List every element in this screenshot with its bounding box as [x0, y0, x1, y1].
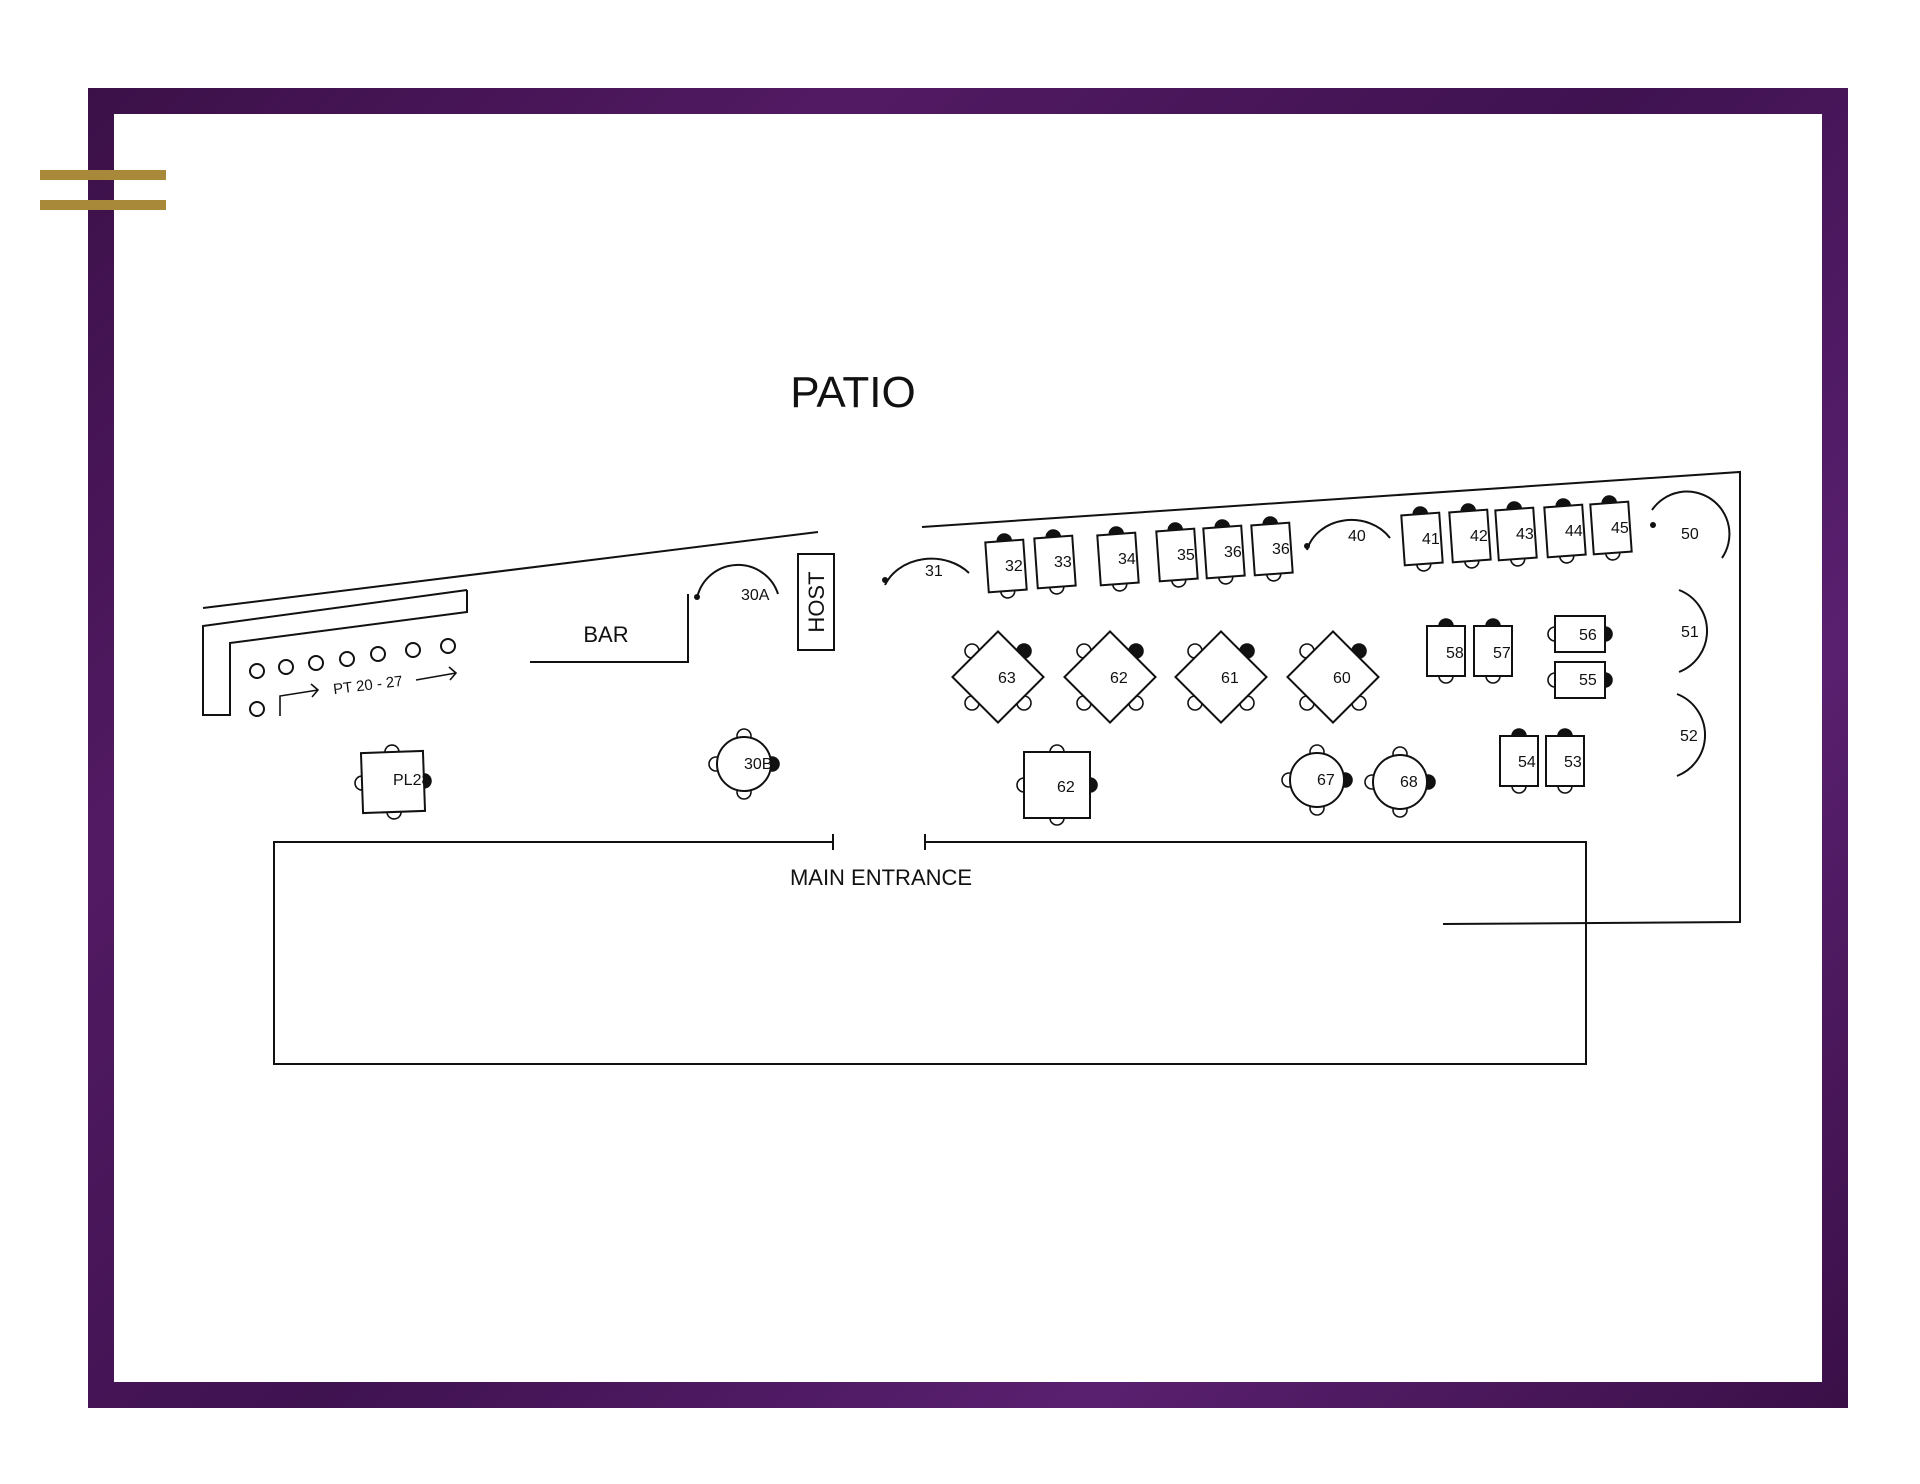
pt-arrow-right [415, 666, 458, 681]
table-50-arc [1651, 490, 1731, 559]
table-57-label: 57 [1493, 645, 1511, 662]
table-36b-label: 36 [1272, 541, 1290, 558]
table-45-label: 45 [1611, 520, 1629, 537]
table-44 [1543, 503, 1587, 559]
bar-stools [249, 638, 456, 717]
seat-31 [882, 577, 888, 583]
table-52-label: 52 [1680, 728, 1698, 745]
bar-wall [530, 594, 689, 663]
table-58 [1426, 625, 1466, 677]
table-53 [1545, 735, 1585, 787]
table-54 [1499, 735, 1539, 787]
table-62b-label: 62 [1057, 779, 1075, 796]
table-34 [1096, 531, 1140, 587]
table-53-label: 53 [1564, 754, 1582, 771]
table-33-label: 33 [1054, 554, 1072, 571]
table-31-arc [884, 557, 970, 586]
host-label: HOST [804, 571, 829, 632]
pt-range-label: PT 20 - 27 [332, 673, 403, 698]
table-35 [1155, 527, 1199, 583]
table-55 [1554, 661, 1606, 699]
table-34-label: 34 [1118, 551, 1136, 568]
table-pl28 [359, 749, 427, 815]
table-55-label: 55 [1579, 672, 1597, 689]
table-31-label: 31 [925, 563, 943, 580]
table-30a-arc [696, 563, 779, 599]
bar-stool [370, 646, 386, 662]
table-57 [1473, 625, 1513, 677]
table-62a-label: 62 [1110, 670, 1128, 687]
table-51-arc [1678, 589, 1709, 673]
table-51-label: 51 [1681, 624, 1699, 641]
bar-stool [308, 655, 324, 671]
table-56 [1554, 615, 1606, 653]
table-42 [1448, 508, 1492, 564]
bar-stool [249, 701, 265, 717]
wall-left-upper [202, 531, 819, 609]
table-43-label: 43 [1516, 526, 1534, 543]
table-33 [1033, 534, 1077, 590]
table-40-arc [1306, 518, 1391, 551]
table-36b [1250, 521, 1294, 577]
table-32-label: 32 [1005, 558, 1023, 575]
table-54-label: 54 [1518, 754, 1536, 771]
seat-30a [694, 594, 700, 600]
bar-stool [440, 638, 456, 654]
table-68 [1372, 754, 1428, 810]
table-36a-label: 36 [1224, 544, 1242, 561]
table-67 [1289, 752, 1345, 808]
wall-right-upper [921, 470, 1741, 925]
gold-bar-bottom [40, 200, 166, 210]
table-61-label: 61 [1221, 670, 1239, 687]
table-41 [1400, 511, 1444, 567]
table-62b [1023, 751, 1091, 819]
table-40-label: 40 [1348, 528, 1366, 545]
bar-stool [278, 659, 294, 675]
table-56-label: 56 [1579, 627, 1597, 644]
table-30b [716, 736, 772, 792]
table-67-label: 67 [1317, 772, 1335, 789]
table-58-label: 58 [1446, 645, 1464, 662]
table-63 [951, 630, 1045, 724]
table-30b-label: 30B [744, 756, 772, 773]
table-61 [1174, 630, 1268, 724]
table-42-label: 42 [1470, 528, 1488, 545]
seat-50 [1650, 522, 1656, 528]
pt-arrow-left [279, 683, 320, 716]
table-52-arc [1676, 693, 1707, 777]
page-title: PATIO [790, 368, 916, 417]
bar-counter [202, 589, 468, 716]
table-63-label: 63 [998, 670, 1016, 687]
table-35-label: 35 [1177, 547, 1195, 564]
table-60 [1286, 630, 1380, 724]
table-62a [1063, 630, 1157, 724]
table-68-label: 68 [1400, 774, 1418, 791]
bar-stool [249, 663, 265, 679]
table-32 [984, 538, 1028, 594]
table-50-label: 50 [1681, 526, 1699, 543]
gold-bar-top [40, 170, 166, 180]
table-30a-label: 30A [741, 587, 770, 604]
bar-stool [405, 642, 421, 658]
seat-40 [1304, 543, 1310, 549]
bar-label: BAR [583, 622, 628, 647]
table-60-label: 60 [1333, 670, 1351, 687]
main-entrance-label: MAIN ENTRANCE [790, 865, 972, 890]
host-stand [797, 553, 835, 651]
table-44-label: 44 [1565, 523, 1583, 540]
table-pl28-label: PL28 [393, 772, 430, 789]
table-43 [1494, 506, 1538, 562]
table-41-label: 41 [1422, 531, 1440, 548]
entrance-wall [273, 841, 1587, 1065]
table-45 [1589, 500, 1633, 556]
table-36a [1202, 524, 1246, 580]
bar-stool [339, 651, 355, 667]
